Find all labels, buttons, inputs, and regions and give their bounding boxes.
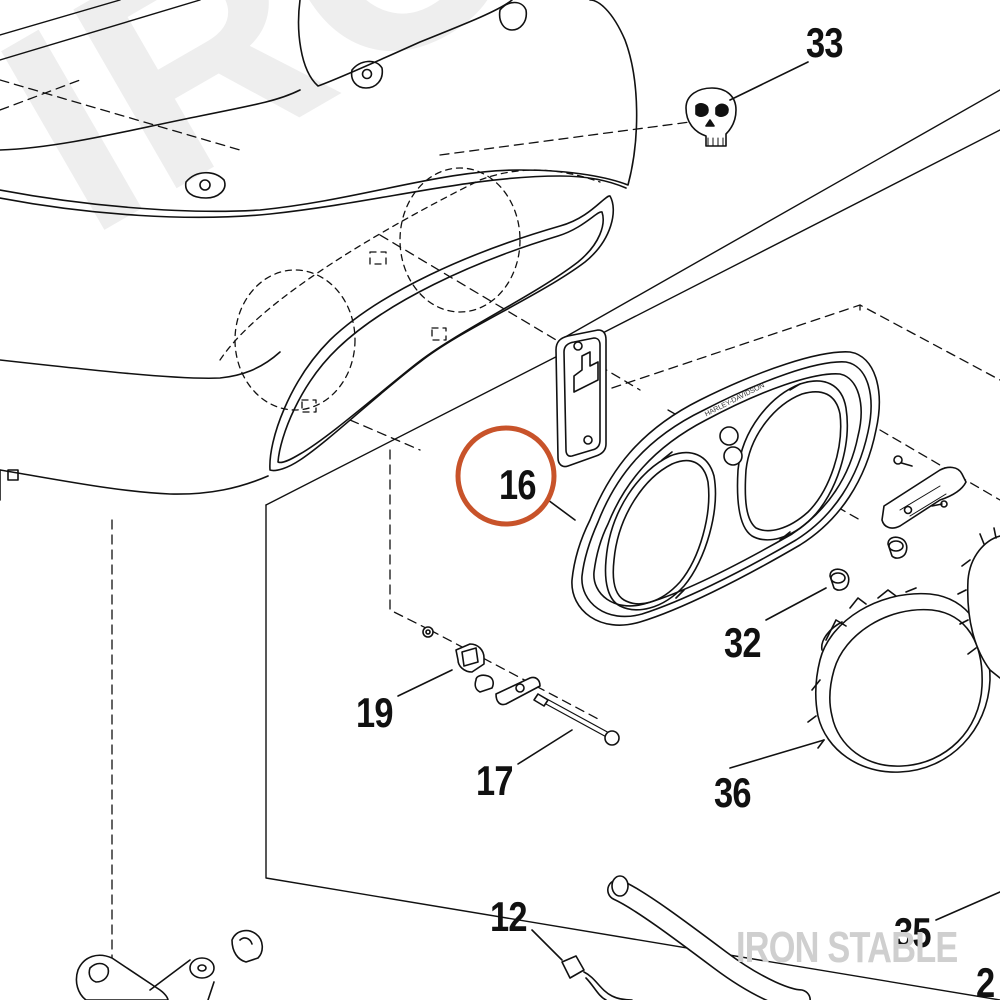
part-32-bushings [765, 536, 908, 621]
callout-33: 33 [806, 19, 843, 66]
callout-36: 36 [714, 769, 751, 816]
callout-17: 17 [476, 757, 513, 804]
watermark-text: IRON STABLE [736, 923, 958, 972]
part-36-headlight-lamp [729, 587, 991, 773]
mounting-hardware [75, 929, 264, 1000]
part-17-adjuster-screw [517, 693, 620, 765]
mounting-bracket-plate [555, 329, 607, 468]
callout-12: 12 [490, 893, 527, 940]
callout-2x-partial: 2 [976, 959, 995, 1006]
adjuster-clip-assembly [881, 455, 967, 529]
part-35-vent-hose [607, 875, 1000, 1000]
callout-35: 35 [894, 909, 931, 956]
part-12-wire-connector [531, 929, 633, 1000]
callout-19: 19 [356, 689, 393, 736]
fairing [0, 0, 638, 501]
part-16-headlight-bezel [547, 351, 881, 626]
callout-16: 16 [499, 461, 536, 508]
second-headlight-lamp [957, 527, 1000, 679]
hidden-buckets [219, 167, 601, 413]
highlight-circle [455, 425, 557, 527]
exploded-view-leader-lines [0, 79, 1000, 1000]
part-19-clip-hardware [397, 626, 541, 706]
part-33-skull-medallion [685, 61, 809, 147]
callout-32: 32 [724, 619, 761, 666]
